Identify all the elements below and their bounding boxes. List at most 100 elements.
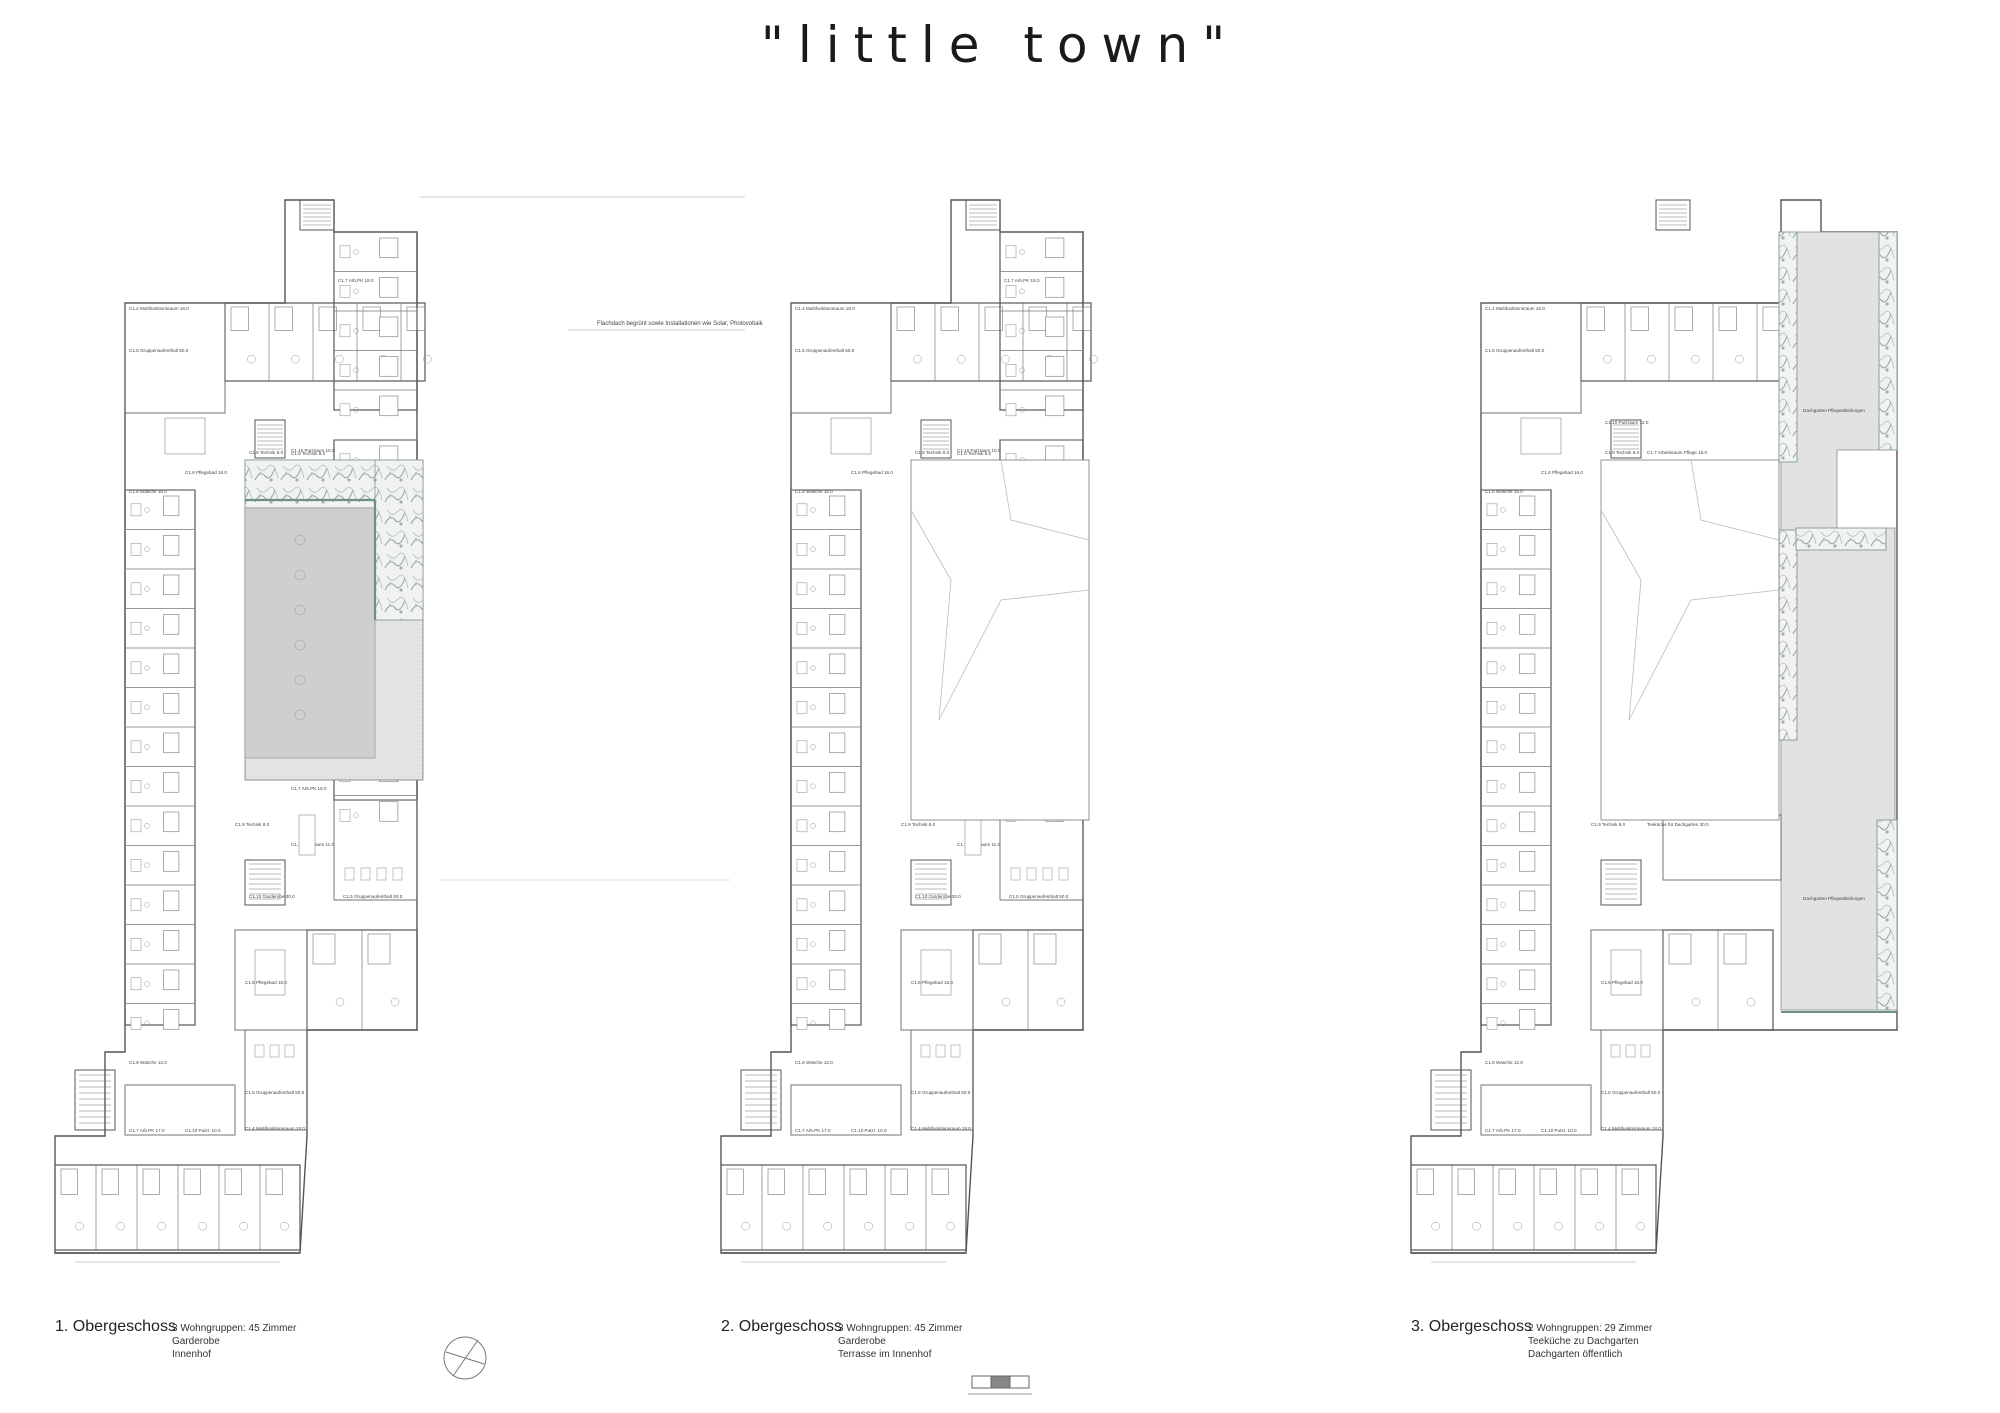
bathroom-cell	[1762, 306, 1781, 331]
chair-icon	[823, 1221, 832, 1231]
room-label: C1.4 Multifunktionsraum 18.0	[129, 306, 189, 311]
room-label: C1.6 Pflegebad 16.0	[245, 980, 287, 985]
planting-bed	[1878, 231, 1898, 451]
chair-icon	[1603, 354, 1612, 364]
room-label: C1.4 Multifunktionsraum 18.0	[911, 1126, 971, 1131]
planting-bed	[1795, 527, 1887, 551]
room-label: C1.10 Putzraum 10.0	[291, 448, 335, 453]
bathroom-cell	[829, 890, 846, 912]
table-icon	[269, 1044, 280, 1058]
chair-icon	[353, 812, 359, 819]
bed-icon	[796, 977, 808, 991]
plan-og3: C1.4 Multifunktionsraum 18.0C1.5 Gruppen…	[1410, 199, 1898, 1263]
chair-icon	[144, 902, 150, 908]
room-label: C1.7 Arbeitsraum Pflege 16.0	[1647, 450, 1707, 455]
bathroom-cell	[1519, 890, 1536, 912]
room-label: C1.5 Gruppenaufenthalt 50.0	[795, 348, 855, 353]
bathroom-cell	[60, 1168, 78, 1195]
bed-icon	[130, 898, 142, 912]
bathroom-cell	[1519, 535, 1536, 556]
group-room	[1480, 1084, 1592, 1136]
bathroom-cell	[1630, 306, 1649, 331]
bathroom-cell	[163, 732, 180, 754]
room-label: C1.8 Wäsche 12.0	[1485, 1060, 1523, 1065]
chair-icon	[1019, 288, 1025, 295]
terrace-path	[1000, 459, 1090, 541]
table-icon	[950, 1044, 961, 1058]
bed-icon	[796, 701, 808, 714]
room-label: C1.6 Pflegebad 16.0	[1541, 470, 1583, 475]
bathroom-cell	[1045, 316, 1065, 338]
bathroom-cell	[1045, 237, 1065, 259]
room-label: C1.4 Multifunktionsraum 18.0	[795, 306, 855, 311]
bathroom-cell	[829, 1009, 846, 1030]
bathroom-cell	[1519, 614, 1536, 635]
bed-icon	[1486, 661, 1498, 675]
chair-icon	[353, 407, 359, 413]
bathroom-cell	[362, 306, 381, 331]
chair-icon	[810, 1020, 816, 1027]
table-icon	[164, 417, 206, 455]
bed-icon	[130, 701, 142, 714]
table-icon	[935, 1044, 946, 1058]
group-living-room	[790, 302, 892, 414]
bathroom-cell	[829, 574, 846, 596]
chair-icon	[1691, 997, 1701, 1007]
bed-icon	[130, 622, 142, 635]
chair-icon	[1001, 997, 1011, 1007]
planting-bed	[1778, 231, 1798, 463]
chair-icon	[810, 902, 816, 908]
courtyard-floor	[244, 507, 376, 759]
chair-icon	[810, 625, 816, 632]
group-room	[790, 1084, 902, 1136]
stair-core	[254, 419, 286, 459]
chair-icon	[1691, 354, 1700, 364]
chair-icon	[144, 823, 150, 829]
room-label: C1.10 Putzr. 10.0	[1541, 1128, 1577, 1133]
chair-icon	[1500, 941, 1506, 948]
room-label: C1.5 Gruppenaufenthalt 50.0	[1009, 894, 1069, 899]
bathroom-cell	[829, 851, 846, 872]
page-title: "little town"	[760, 16, 1240, 74]
chair-icon	[353, 367, 359, 374]
chair-icon	[946, 1221, 955, 1231]
chair-icon	[1595, 1221, 1604, 1231]
bathroom-cell	[896, 306, 915, 331]
chair-icon	[810, 546, 816, 553]
room-label: C1.10 Garderobe 30.0	[249, 894, 295, 899]
room-label: C1.9 Technik 8.0	[249, 450, 284, 455]
bathroom-cell	[1519, 693, 1536, 714]
bed-icon	[1486, 819, 1498, 833]
room-label: Dachgarten Pflegeabteilungen	[1803, 408, 1865, 413]
room-label: C1.8 Wäsche 12.0	[129, 1060, 167, 1065]
bathroom-cell	[829, 653, 846, 675]
room-label: Teeküche für Dachgarten 30.0	[1647, 822, 1709, 827]
bathroom-cell	[367, 933, 391, 965]
bathroom-cell	[1457, 1168, 1475, 1195]
plan-note: Dachgarten öffentlich	[1528, 1349, 1623, 1360]
bathroom-cell	[163, 930, 180, 951]
room-label: C1.8 Wäsche 16.0	[129, 489, 167, 494]
table-icon	[284, 1044, 295, 1058]
bathroom-cell	[1028, 306, 1047, 331]
bed-icon	[130, 661, 142, 675]
bathroom-cell	[379, 316, 399, 338]
bed-icon	[1005, 403, 1017, 417]
bed-icon	[1486, 898, 1498, 912]
room-label: C1.7 Arb.PK 18.0	[1004, 278, 1040, 283]
bed-icon	[1005, 364, 1017, 377]
bed-icon	[130, 780, 142, 793]
bathroom-cell	[808, 1168, 826, 1195]
chair-icon	[1636, 1221, 1645, 1231]
room-label: C1.4 Multifunktionsraum 18.0	[1485, 306, 1545, 311]
bed-icon	[130, 740, 142, 754]
group-living-room	[910, 1029, 974, 1131]
room-label: C1.5 Gruppenaufenthalt 50.0	[129, 348, 189, 353]
chair-icon	[1001, 354, 1010, 364]
chair-icon	[144, 862, 150, 869]
bathroom-cell	[101, 1168, 119, 1195]
chair-icon	[810, 507, 816, 513]
chair-icon	[1500, 704, 1506, 711]
chair-icon	[810, 783, 816, 790]
room-label: C1.5 Gruppenaufenthalt 50.0	[911, 1090, 971, 1095]
